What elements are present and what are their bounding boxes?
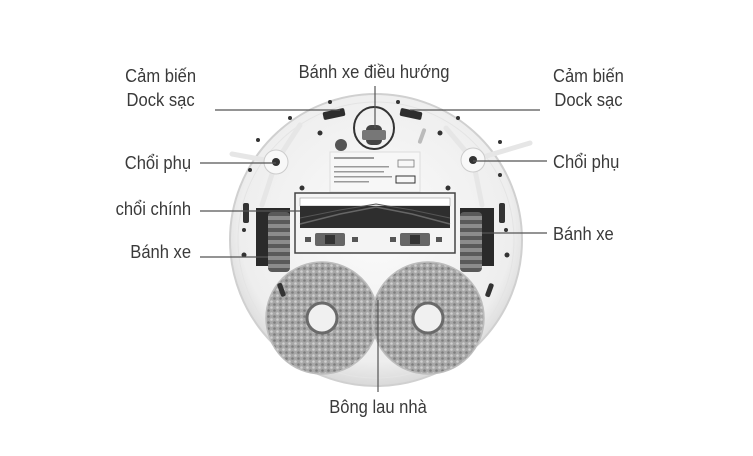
side-brush-right xyxy=(443,125,533,208)
side-brush-left xyxy=(229,122,303,208)
label-side-brush-left: Chổi phụ xyxy=(124,153,191,173)
label-main-brush: chổi chính xyxy=(115,199,191,219)
spec-label-plate xyxy=(329,151,421,193)
dock-sensor-right xyxy=(399,108,423,120)
label-dock-sensor-right: Cảm biến Dock sạc xyxy=(553,66,624,110)
wheel-left xyxy=(243,203,290,272)
label-mop-pads: Bông lau nhà xyxy=(329,397,427,417)
label-caster-wheel: Bánh xe điều hướng xyxy=(298,62,450,82)
label-side-brush-right: Chổi phụ xyxy=(553,152,620,172)
dock-sensor-left xyxy=(322,108,346,120)
label-wheel-left: Bánh xe xyxy=(130,242,191,262)
mop-pads xyxy=(265,261,494,375)
label-wheel-right: Bánh xe xyxy=(553,224,614,244)
caster-wheel xyxy=(335,106,395,151)
leader-lines xyxy=(200,86,547,392)
label-dock-sensor-left: Cảm biến Dock sạc xyxy=(125,66,196,110)
main-brush xyxy=(294,192,456,254)
wheel-right xyxy=(460,203,505,272)
